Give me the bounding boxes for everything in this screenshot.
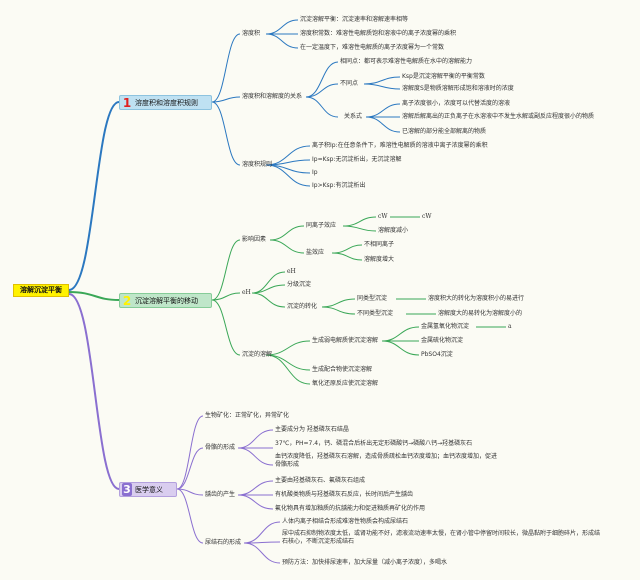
node-ksp: 溶度积 xyxy=(242,30,261,37)
node-caries-item: 有机酸类物质与羟基磷灰石反应，长时间后产生龋齿 xyxy=(275,491,414,498)
node-weak-electrolyte: 生成弱电解质使沉淀溶解 xyxy=(312,337,379,344)
node-urinary-stone: 尿结石的形成 xyxy=(205,539,242,546)
node-weak-item: 金属硫化物沉淀 xyxy=(421,337,464,344)
node-relation-item: 离子浓度很小，浓度可以代替活度的溶液 xyxy=(402,100,511,107)
node-biomineralization: 生物矿化：正常矿化，异常矿化 xyxy=(205,412,290,419)
node-rule-item: Ip>Ksp:有沉淀析出 xyxy=(312,182,366,189)
node-dissolution: 沉淀的溶解 xyxy=(242,351,273,358)
node-ksp-item: 在一定温度下，难溶性电解质的离子浓度幂为一个常数 xyxy=(300,44,445,51)
node-caries: 龋齿的产生 xyxy=(205,491,236,498)
node-stone-item: 预防方法：加快排尿速率，加大尿量（减小离子浓度），多喝水 xyxy=(282,559,448,566)
root-node: 溶解沉淀平衡 xyxy=(13,284,69,297)
node-cw: cW xyxy=(378,213,388,220)
branch-number-badge: 1 xyxy=(122,95,132,110)
node-bone-item: 血钙浓度降低，羟基磷灰石溶解，造成骨质疏松血钙浓度增加；血钙浓度增加，促进骨骼形… xyxy=(275,453,498,468)
node-weak-item-a: a xyxy=(508,323,512,330)
node-ksp-rule: 溶度积规则 xyxy=(242,161,273,168)
branch-solubility-product: 1 溶度积和溶度积规则 xyxy=(119,95,212,110)
node-relation-item: 溶解后解离出的正负离子在水溶液中不发生水解或副反应程度很小的物质 xyxy=(402,113,595,120)
node-same-point: 相同点：都可表示难溶性电解质在水中的溶解能力 xyxy=(340,58,473,65)
node-factors: 影响因素 xyxy=(242,236,267,243)
node-caries-item: 氟化物具有增加釉质的抗龋能力和促进釉质再矿化的作用 xyxy=(275,505,426,512)
node-same-type: 同类型沉淀 xyxy=(357,295,388,302)
node-ksp-item: 沉淀溶解平衡：沉淀速率和溶解速率相等 xyxy=(300,16,409,23)
node-diff-item: Ksp是沉淀溶解平衡的平衡常数 xyxy=(402,73,485,80)
node-eh: eH xyxy=(242,289,251,296)
branch-number-badge: 2 xyxy=(122,293,132,308)
branch-number-badge: 3 xyxy=(122,483,132,496)
branch-medical-significance: 3 医学意义 xyxy=(119,482,177,497)
node-diff-item: 溶解度S是物质溶解形成饱和溶液时的浓度 xyxy=(402,85,514,92)
node-stone-item: 尿中成石抑制物浓度太低，或肾功能不好，滤液流动速率太慢，在肾小管中停留时间较长，… xyxy=(282,530,601,545)
node-rule-item: Ip xyxy=(312,169,318,176)
node-precipitate-conversion: 沉淀的转化 xyxy=(287,303,318,310)
node-caries-item: 主要由羟基磷灰石、氟磷灰石组成 xyxy=(275,477,366,484)
node-bone-item: 37℃，PH=7.4，钙、磷混合后析出无定形磷酸钙→磷酸八钙→羟基磷灰石 xyxy=(275,440,473,447)
node-rule-item: 离子积Ip:在任意条件下，难溶性电解质的溶液中离子浓度幂的乘积 xyxy=(312,142,488,149)
node-relation-item: 已溶解的部分能全部解离的物质 xyxy=(402,128,487,135)
branch-equilibrium-shift: 2 沉淀溶解平衡的移动 xyxy=(119,293,212,308)
node-fractional-precipitation: 分级沉淀 xyxy=(287,281,312,288)
branch-label: 溶度积和溶度积规则 xyxy=(135,98,198,107)
node-cw-2: cW xyxy=(422,213,432,220)
node-ksp-item: 溶度积常数：难溶性电解质饱和溶液中的离子浓度幂的乘积 xyxy=(300,30,457,37)
node-diff-point: 不同点 xyxy=(340,80,359,87)
node-weak-item: PbSO4沉淀 xyxy=(421,351,453,358)
node-bone-item: 主要成分为 羟基磷灰石结晶 xyxy=(275,426,349,433)
node-redox-dissolution: 氧化还原反应使沉淀溶解 xyxy=(312,380,379,387)
node-rule-item: Ip=Ksp:无沉淀析出，无沉淀溶解 xyxy=(312,156,402,163)
node-salt-effect: 盐效应 xyxy=(306,249,325,256)
node-stone-item: 人体内离子相结合形成难溶性物质会构成尿结石 xyxy=(282,518,409,525)
node-diff-type: 不同类型沉淀 xyxy=(357,310,394,317)
node-same-type-text: 溶度积大的转化为溶度积小的易进行 xyxy=(428,295,525,302)
node-weak-item: 金属氢氧化物沉淀 xyxy=(421,323,470,330)
node-common-ion: 同离子效应 xyxy=(306,222,337,229)
node-eh-item: eH xyxy=(287,268,296,275)
node-complex-dissolution: 生成配合物使沉淀溶解 xyxy=(312,366,373,373)
node-non-common-ion: 不相同离子 xyxy=(364,241,395,248)
branch-label: 医学意义 xyxy=(135,485,163,494)
node-relation-formula: 关系式 xyxy=(344,113,363,120)
node-diff-type-text: 溶解度大的易转化为溶解度小的 xyxy=(438,310,523,317)
node-ksp-solubility-relation: 溶度积和溶解度的关系 xyxy=(242,93,303,100)
branch-label: 沉淀溶解平衡的移动 xyxy=(135,296,198,305)
node-solubility-decrease: 溶解度减小 xyxy=(378,227,409,234)
node-solubility-increase: 溶解度增大 xyxy=(364,256,395,263)
node-bone-formation: 骨骼的形成 xyxy=(205,444,236,451)
